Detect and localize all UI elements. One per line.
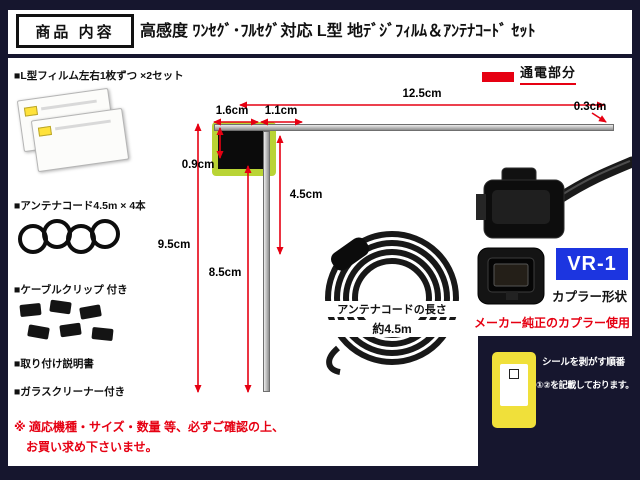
dim-segment-left: 1.6cm xyxy=(215,105,249,117)
coupler-cable-photo xyxy=(476,156,632,239)
dim-pad-height: 0.9cm xyxy=(181,159,215,171)
dim-total-height: 9.5cm xyxy=(157,239,191,251)
cable-clip xyxy=(49,299,72,315)
purchase-note-line1: ※ 適応機種・サイズ・数量 等、必ずご確認の上、 xyxy=(14,420,284,434)
cable-clip xyxy=(59,322,82,338)
coil-length-line2: 約4.5m xyxy=(369,322,415,336)
coupler-shape-label: カプラー形状 xyxy=(552,290,628,304)
cable-clips-illustration xyxy=(16,298,146,352)
conductive-legend-swatch xyxy=(482,72,514,82)
conductive-legend-label: 通電部分 xyxy=(520,62,577,85)
film-horizontal-element xyxy=(214,124,614,131)
cord-rings-illustration xyxy=(16,214,166,266)
cable-clip xyxy=(19,302,42,318)
feature-item-clips: ■ケーブルクリップ 付き xyxy=(14,284,128,296)
seal-instruction-line2: ①②を記載しております。 xyxy=(536,380,634,390)
dim-total-width: 12.5cm xyxy=(402,88,442,100)
seal-sticker xyxy=(500,364,528,406)
film-tab xyxy=(23,105,39,117)
film-element-line xyxy=(40,99,97,111)
coupler-front-photo xyxy=(477,247,545,305)
model-badge: VR-1 xyxy=(556,248,628,280)
antenna-cord-coil xyxy=(325,231,459,375)
film-sheets-illustration xyxy=(16,86,156,190)
coil-length-label: アンテナコードの長さ 約4.5m xyxy=(318,301,466,337)
seal-order-panel: シールを剥がす順番 ①②を記載しております。 xyxy=(478,336,634,466)
dim-tip: 0.3cm xyxy=(573,101,607,113)
dim-segment-mid: 1.1cm xyxy=(264,105,298,117)
coil-length-line1: アンテナコードの長さ xyxy=(334,304,450,316)
feature-item-manual: ■取り付け説明書 xyxy=(14,358,94,370)
header-label-box: 商品 内容 xyxy=(16,14,134,48)
page-title: 高感度 ﾜﾝｾｸﾞ･ﾌﾙｾｸﾞ対応 L型 地ﾃﾞｼﾞﾌｨﾙﾑ＆ｱﾝﾃﾅｺｰﾄﾞ … xyxy=(140,23,536,40)
cable-clip xyxy=(91,326,114,342)
page: 商品 内容 高感度 ﾜﾝｾｸﾞ･ﾌﾙｾｸﾞ対応 L型 地ﾃﾞｼﾞﾌｨﾙﾑ＆ｱﾝﾃ… xyxy=(8,10,634,466)
purchase-note-line2: お買い求め下さいませ。 xyxy=(26,440,158,454)
header-divider xyxy=(8,54,632,58)
film-vertical-element xyxy=(263,131,270,392)
feature-item-cords: ■アンテナコード4.5m × 4本 xyxy=(14,200,146,212)
cable-clip xyxy=(27,324,50,340)
film-sheet xyxy=(30,107,130,173)
seal-instruction-line1: シールを剥がす順番 xyxy=(542,357,625,368)
feature-item-films: ■L型フィルム左右1枚ずつ ×2セット xyxy=(14,70,184,82)
dim-lower-height: 8.5cm xyxy=(208,267,242,279)
feature-item-cleaner: ■ガラスクリーナー付き xyxy=(14,386,126,398)
oem-coupler-note: メーカー純正のカプラー使用 xyxy=(474,316,631,330)
cord-ring xyxy=(90,219,120,249)
film-element-pad xyxy=(218,127,270,169)
dim-upper-height: 4.5cm xyxy=(289,189,323,201)
cable-clip xyxy=(79,304,102,320)
header-label: 商品 内容 xyxy=(35,23,115,41)
film-element-line xyxy=(54,119,111,131)
film-seal-icon xyxy=(492,352,536,428)
seal-number-mark xyxy=(509,369,519,379)
film-tab xyxy=(37,125,53,137)
